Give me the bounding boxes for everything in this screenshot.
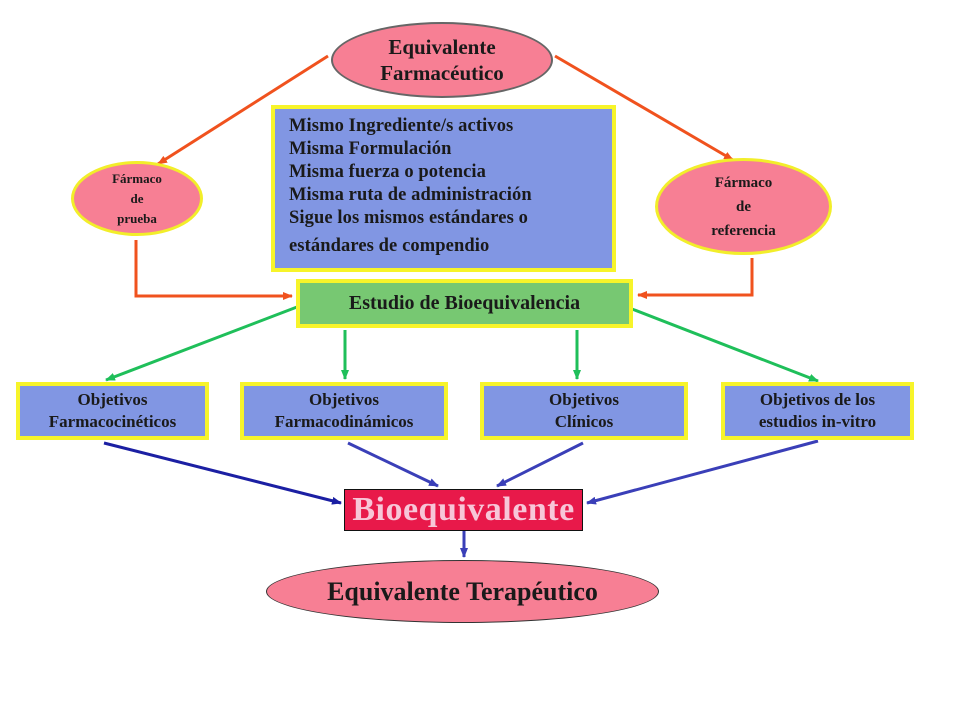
pharmacokinetic-objectives-box: Objetivos Farmacocinéticos bbox=[16, 382, 209, 440]
arrow-pk-to-result bbox=[103, 441, 342, 505]
test-drug-line-1: Fármaco bbox=[112, 170, 162, 186]
arrow-top-to-reference bbox=[554, 54, 734, 162]
arrow-reference-to-study bbox=[637, 258, 754, 299]
criteria-item: estándares de compendio bbox=[289, 236, 490, 256]
reference-drug-line-2: de bbox=[736, 198, 751, 215]
bioequivalent-result-box: Bioequivalente bbox=[344, 489, 583, 531]
criteria-item: Misma ruta de administración bbox=[289, 185, 532, 205]
objectives-pk-line-2: Farmacocinéticos bbox=[48, 412, 177, 431]
reference-drug-node: Fármaco de referencia bbox=[655, 158, 832, 255]
arrow-study-to-invitro bbox=[631, 307, 819, 383]
arrow-test-to-study bbox=[134, 240, 293, 300]
arrow-invitro-to-result bbox=[586, 439, 819, 505]
objectives-pd-line-2: Farmacodinámicos bbox=[274, 412, 414, 431]
test-drug-line-3: prueba bbox=[117, 210, 157, 226]
pharmaceutical-equivalent-node: Equivalente Farmacéutico bbox=[331, 22, 553, 98]
pharmaceutical-equivalent-line-2: Farmacéutico bbox=[380, 61, 504, 85]
reference-drug-line-3: referencia bbox=[711, 222, 776, 239]
arrow-clinical-to-result bbox=[496, 441, 584, 488]
test-drug-node: Fármaco de prueba bbox=[71, 161, 203, 236]
criteria-list: Mismo Ingrediente/s activos Misma Formul… bbox=[289, 115, 532, 258]
pharmaceutical-equivalent-line-1: Equivalente bbox=[388, 35, 496, 59]
criteria-item: Mismo Ingrediente/s activos bbox=[289, 116, 514, 136]
criteria-item: Misma Formulación bbox=[289, 139, 452, 159]
bioequivalence-study-box: Estudio de Bioequivalencia bbox=[296, 279, 633, 328]
arrow-top-to-test bbox=[157, 54, 329, 166]
clinical-objectives-box: Objetivos Clínicos bbox=[480, 382, 688, 440]
therapeutic-equivalent-node: Equivalente Terapéutico bbox=[266, 560, 659, 623]
objectives-pd-line-1: Objetivos bbox=[309, 390, 379, 409]
criteria-item: Misma fuerza o potencia bbox=[289, 162, 487, 182]
invitro-objectives-box: Objetivos de los estudios in-vitro bbox=[721, 382, 914, 440]
objectives-clinical-line-2: Clínicos bbox=[554, 412, 614, 431]
criteria-item: Sigue los mismos estándares o bbox=[289, 208, 528, 228]
arrow-pd-to-result bbox=[347, 441, 439, 488]
pharmacodynamic-objectives-box: Objetivos Farmacodinámicos bbox=[240, 382, 448, 440]
objectives-invitro-line-2: estudios in-vitro bbox=[758, 412, 877, 431]
objectives-pk-line-1: Objetivos bbox=[77, 390, 148, 409]
arrow-study-to-pk bbox=[105, 305, 298, 382]
test-drug-line-2: de bbox=[130, 190, 144, 206]
equivalence-criteria-box: Mismo Ingrediente/s activos Misma Formul… bbox=[271, 105, 616, 272]
objectives-clinical-line-1: Objetivos bbox=[549, 390, 619, 409]
objectives-invitro-line-1: Objetivos de los bbox=[759, 390, 876, 409]
reference-drug-line-1: Fármaco bbox=[714, 174, 773, 191]
